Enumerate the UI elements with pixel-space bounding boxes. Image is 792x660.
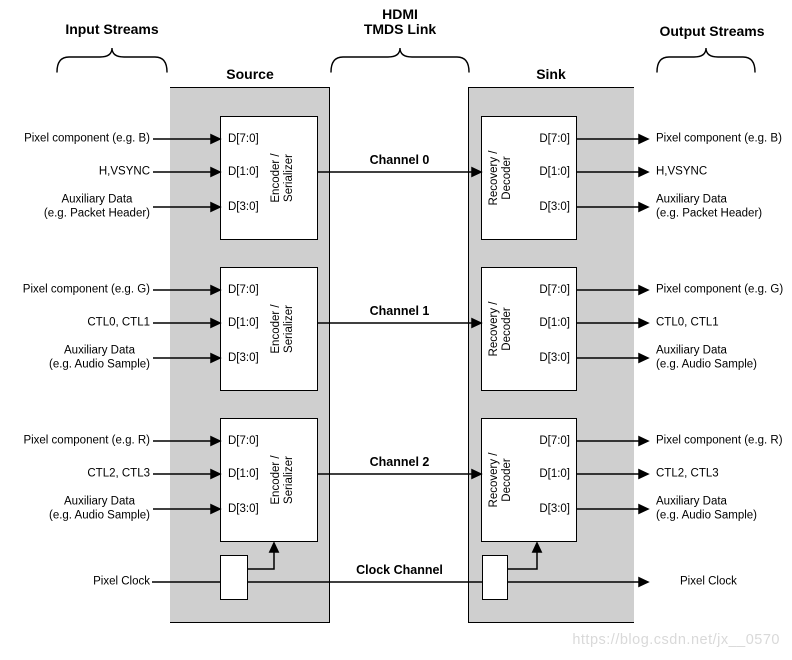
input-streams-label: Input Streams xyxy=(65,21,159,37)
decoder2-port-d70: D[7:0] xyxy=(539,435,570,447)
sink-clock-box xyxy=(482,555,508,600)
encoder2-port-d70: D[7:0] xyxy=(228,435,259,447)
output-label-aux-audio2: Auxiliary Data (e.g. Audio Sample) xyxy=(656,495,758,522)
arrow-right-icon xyxy=(638,284,650,296)
output-label-pixel-g: Pixel component (e.g. G) xyxy=(656,283,784,296)
input-label-ctl23: CTL2, CTL3 xyxy=(87,467,150,480)
encoder1-port-d70: D[7:0] xyxy=(228,284,259,296)
recovery-decoder-label-1: Recovery / Decoder xyxy=(488,301,513,357)
arrow-right-icon xyxy=(638,201,650,213)
tmds-link-brace-icon xyxy=(330,47,470,73)
decoder0-port-d30: D[3:0] xyxy=(539,201,570,213)
encoder-block-channel0 xyxy=(220,116,318,240)
encoder-serializer-label-2: Encoder / Serializer xyxy=(270,455,295,505)
output-label-ctl01: CTL0, CTL1 xyxy=(656,316,719,329)
output-label-pixel-r: Pixel component (e.g. R) xyxy=(656,434,783,447)
input-label-pixel-r: Pixel component (e.g. R) xyxy=(23,434,150,447)
recovery-decoder-label-2: Recovery / Decoder xyxy=(488,452,513,508)
decoder-block-channel0 xyxy=(481,116,577,240)
output-streams-brace-icon xyxy=(656,47,756,73)
encoder1-port-d10: D[1:0] xyxy=(228,317,259,329)
decoder0-port-d70: D[7:0] xyxy=(539,133,570,145)
recovery-decoder-label-0: Recovery / Decoder xyxy=(488,150,513,206)
output-label-aux-packet: Auxiliary Data (e.g. Packet Header) xyxy=(656,193,763,220)
decoder1-port-d10: D[1:0] xyxy=(539,317,570,329)
source-label: Source xyxy=(226,66,274,82)
input-label-pixel-clock: Pixel Clock xyxy=(93,575,150,588)
decoder0-port-d10: D[1:0] xyxy=(539,166,570,178)
source-clock-box xyxy=(220,555,248,600)
output-label-aux-audio1: Auxiliary Data (e.g. Audio Sample) xyxy=(656,344,758,371)
output-streams-label: Output Streams xyxy=(659,23,765,39)
arrow-right-icon xyxy=(638,435,650,447)
arrow-right-icon xyxy=(638,352,650,364)
decoder2-port-d30: D[3:0] xyxy=(539,503,570,515)
decoder-block-channel2 xyxy=(481,418,577,542)
output-label-pixel-b: Pixel component (e.g. B) xyxy=(656,132,782,145)
input-streams-brace-icon xyxy=(56,47,168,73)
input-label-pixel-b: Pixel component (e.g. B) xyxy=(24,132,150,145)
encoder2-port-d10: D[1:0] xyxy=(228,468,259,480)
encoder0-port-d10: D[1:0] xyxy=(228,166,259,178)
output-label-hvsync: H,VSYNC xyxy=(656,165,708,178)
hdmi-tmds-link-title: HDMI TMDS Link xyxy=(363,6,437,37)
input-label-hvsync: H,VSYNC xyxy=(98,165,150,178)
clock-channel-label: Clock Channel xyxy=(356,563,443,577)
input-label-aux-audio1: Auxiliary Data (e.g. Audio Sample) xyxy=(48,344,150,371)
watermark-text: https://blog.csdn.net/jx__0570 xyxy=(572,632,780,648)
input-label-ctl01: CTL0, CTL1 xyxy=(87,316,150,329)
encoder2-port-d30: D[3:0] xyxy=(228,503,259,515)
decoder1-port-d30: D[3:0] xyxy=(539,352,570,364)
encoder0-port-d70: D[7:0] xyxy=(228,133,259,145)
encoder-block-channel1 xyxy=(220,267,318,391)
output-label-ctl23: CTL2, CTL3 xyxy=(656,467,719,480)
sink-label: Sink xyxy=(536,66,566,82)
arrow-right-icon xyxy=(638,133,650,145)
encoder-serializer-label-1: Encoder / Serializer xyxy=(270,304,295,354)
arrow-right-icon xyxy=(638,468,650,480)
arrow-right-icon xyxy=(638,166,650,178)
encoder1-port-d30: D[3:0] xyxy=(228,352,259,364)
encoder0-port-d30: D[3:0] xyxy=(228,201,259,213)
output-label-pixel-clock: Pixel Clock xyxy=(680,575,737,588)
encoder-block-channel2 xyxy=(220,418,318,542)
decoder1-port-d70: D[7:0] xyxy=(539,284,570,296)
channel0-label: Channel 0 xyxy=(369,153,430,167)
arrow-right-icon xyxy=(638,317,650,329)
input-label-aux-packet: Auxiliary Data (e.g. Packet Header) xyxy=(43,193,150,220)
arrow-right-icon xyxy=(638,503,650,515)
arrow-right-icon xyxy=(638,576,650,588)
input-label-aux-audio2: Auxiliary Data (e.g. Audio Sample) xyxy=(48,495,150,522)
encoder-serializer-label-0: Encoder / Serializer xyxy=(270,153,295,203)
decoder-block-channel1 xyxy=(481,267,577,391)
input-label-pixel-g: Pixel component (e.g. G) xyxy=(22,283,150,296)
decoder2-port-d10: D[1:0] xyxy=(539,468,570,480)
channel2-label: Channel 2 xyxy=(369,455,430,469)
channel1-label: Channel 1 xyxy=(369,304,430,318)
